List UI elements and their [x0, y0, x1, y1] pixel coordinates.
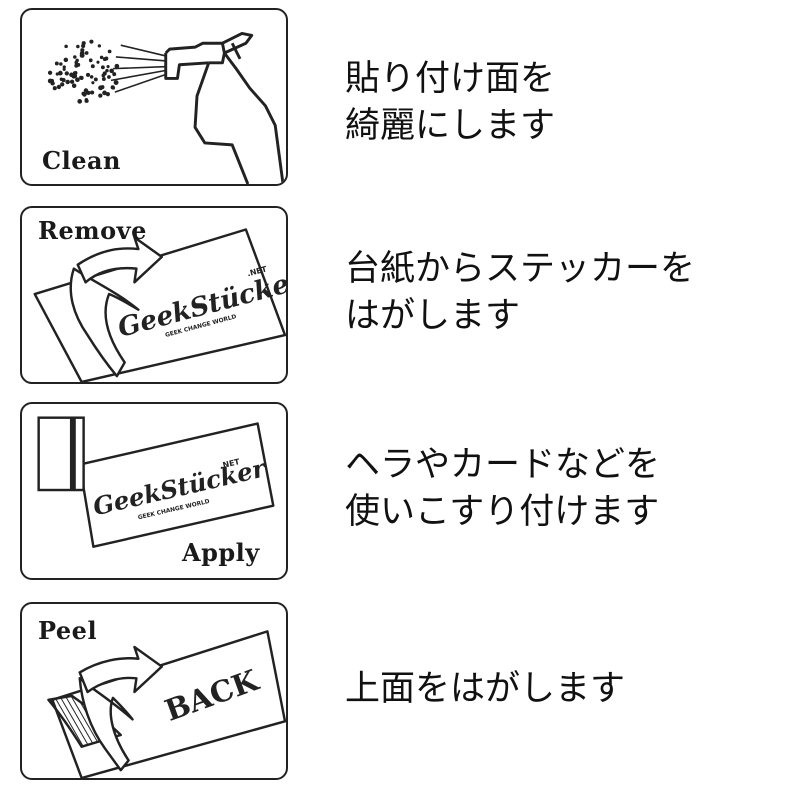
spray-mist-dot	[85, 72, 91, 77]
peel-arrow-icon	[78, 645, 164, 694]
spray-mist-dot	[58, 70, 63, 76]
spray-mist-dot	[80, 48, 85, 53]
spray-mist-dot	[64, 71, 69, 76]
remove-label: Remove	[38, 216, 147, 245]
spray-mist-dot	[54, 61, 59, 66]
spray-mist-dot	[105, 68, 109, 73]
spray-mist-dot	[75, 77, 80, 83]
spray-bottle-icon	[47, 31, 285, 184]
spray-mist-dot	[52, 86, 57, 91]
spray-mist-dot	[84, 51, 89, 55]
spray-mist-dot	[63, 57, 69, 63]
spray-mist-dot	[60, 82, 65, 87]
spray-mist-dot	[101, 77, 106, 81]
spray-mist-dot	[77, 99, 83, 104]
spray-mist-dot	[88, 58, 93, 63]
spray-mist-dot	[97, 44, 102, 48]
spray-mist-dot	[61, 78, 66, 83]
step-description: ヘラやカードなどを 使いこすり付けます	[345, 442, 660, 536]
step-description: 貼り付け面を 綺麗にします	[345, 56, 555, 150]
spray-mist-dot	[96, 60, 100, 64]
description-line: はがします	[345, 296, 521, 336]
clean-label: Clean	[42, 146, 121, 175]
spray-mist-dot	[79, 50, 85, 56]
spray-mist-dot	[90, 64, 95, 69]
spray-mist-dot	[114, 63, 120, 69]
step-description: 台紙からステッカーを はがします	[345, 246, 695, 340]
spray-mist-dot	[81, 91, 86, 96]
spray-mist-dot	[90, 90, 95, 95]
spray-mist-dot	[110, 69, 114, 73]
spray-mist-dot	[62, 65, 66, 69]
spray-mist-dot	[47, 70, 53, 75]
spray-mist-dot	[104, 56, 109, 61]
spray-mist-dot	[84, 99, 89, 103]
spray-mist-dot	[59, 62, 63, 66]
spray-mist-dot	[106, 65, 110, 69]
step-description: 上面をはがします	[345, 666, 625, 713]
description-line: ヘラやカードなどを	[345, 445, 661, 485]
spray-mist-dot	[56, 84, 62, 90]
apply-illustration-panel: GeekStücker .NET GEEK CHANGE WORLD Apply	[20, 402, 288, 580]
apply-illustration: GeekStücker .NET GEEK CHANGE WORLD	[37, 416, 275, 548]
spray-mist-dot	[50, 81, 55, 86]
spray-mist-dot	[113, 80, 119, 85]
spray-mist-dot	[79, 75, 83, 80]
spray-mist-dot	[75, 58, 79, 63]
spray-mist-dot	[76, 44, 80, 49]
description-line: 上面をはがします	[345, 669, 626, 709]
step-remove: GeekStücker .NET GEEK CHANGE WORLD Remov…	[0, 198, 800, 388]
spray-mist-dot	[62, 67, 66, 71]
spray-mist-dot	[89, 39, 94, 44]
spray-mist-dot	[65, 79, 70, 85]
spray-mist-dot	[85, 91, 89, 95]
spray-mist-dot	[102, 90, 107, 96]
spray-mist-dot	[107, 49, 112, 54]
remove-illustration-panel: GeekStücker .NET GEEK CHANGE WORLD Remov…	[20, 206, 288, 384]
peel-illustration-panel: BACK Peel	[20, 602, 288, 780]
sticker-sheet	[78, 422, 275, 548]
spray-mist-dot	[73, 55, 77, 59]
spray-mist-dot	[102, 71, 107, 76]
spray-mist-dot	[72, 73, 78, 79]
spray-mist-dot	[98, 93, 103, 98]
spray-mist-dot	[64, 44, 68, 49]
step-clean: Clean 貼り付け面を 綺麗にします	[0, 0, 800, 190]
spray-mist-dot	[71, 83, 77, 89]
spray-mist-dot	[69, 79, 75, 84]
step-apply: GeekStücker .NET GEEK CHANGE WORLD Apply…	[0, 394, 800, 584]
spray-mist-dot	[100, 65, 105, 70]
spray-mist-dot	[91, 81, 95, 85]
spray-mist-dot	[89, 75, 94, 79]
spray-mist-dot	[99, 55, 104, 60]
spray-mist-dot	[100, 85, 105, 90]
remove-illustration: GeekStücker .NET GEEK CHANGE WORLD	[33, 228, 286, 382]
spray-mist-dot	[74, 63, 79, 68]
peel-label: Peel	[38, 616, 98, 645]
squeegee-card-icon	[37, 416, 85, 492]
spray-mist-dot	[93, 77, 98, 82]
peel-illustration: BACK	[47, 630, 286, 778]
description-line: 貼り付け面を	[345, 59, 556, 99]
description-line: 使いこすり付けます	[345, 492, 660, 532]
description-line: 台紙からステッカーを	[345, 249, 696, 289]
clean-illustration-panel: Clean	[20, 8, 288, 186]
spray-mist-dot	[112, 72, 117, 77]
spray-mist-dot	[107, 75, 111, 79]
spray-mist-dot	[111, 86, 116, 90]
apply-label: Apply	[182, 538, 260, 567]
step-peel-back: BACK Peel 上面をはがします	[0, 594, 800, 784]
description-line: 綺麗にします	[345, 106, 556, 146]
peel-arrow-icon	[76, 236, 164, 284]
spray-mist-dot	[81, 41, 86, 46]
